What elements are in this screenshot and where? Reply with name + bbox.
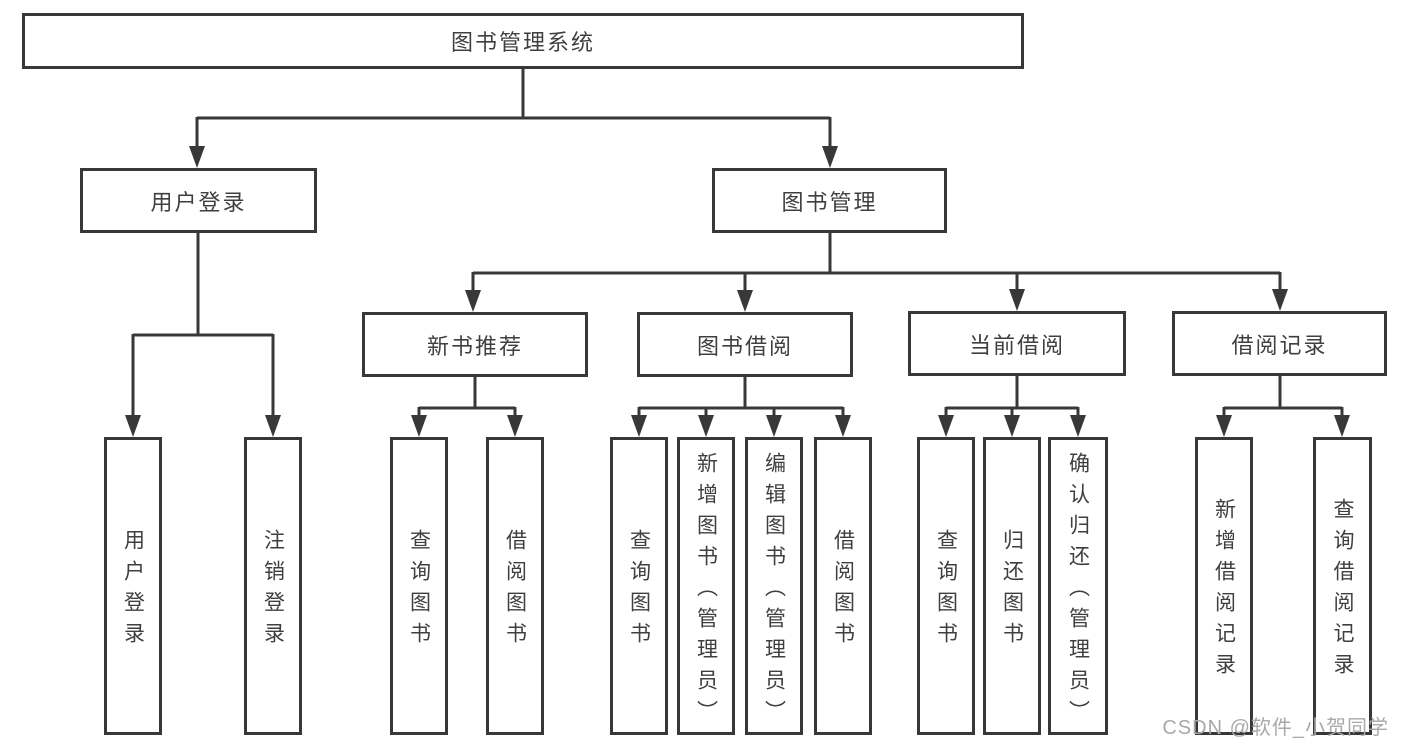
leaf-query-borrow-record: 查询借阅记录 (1313, 437, 1372, 735)
leaf-confirm-return-admin: 确认归还︵管理员︶ (1048, 437, 1108, 735)
node-book-borrow: 图书借阅 (637, 312, 853, 377)
leaf-query-books-borrow: 查询图书 (610, 437, 668, 735)
csdn-watermark: CSDN @软件_小贺同学 (1162, 717, 1389, 739)
leaf-logout: 注销登录 (244, 437, 302, 735)
arrowheads (125, 146, 1350, 437)
connector-user-login-branch (131, 233, 275, 419)
connector-root-to-level1 (195, 69, 832, 150)
node-borrow-records: 借阅记录 (1172, 311, 1387, 376)
node-current-borrow: 当前借阅 (908, 311, 1126, 376)
connector-book-management-branch (471, 233, 1282, 295)
leaf-return-book: 归还图书 (983, 437, 1041, 735)
node-root: 图书管理系统 (22, 13, 1024, 69)
node-user-login: 用户登录 (80, 168, 317, 233)
leaf-query-books-recommend: 查询图书 (390, 437, 448, 735)
leaf-add-book-admin: 新增图书︵管理员︶ (677, 437, 735, 735)
leaf-borrow-books-recommend: 借阅图书 (486, 437, 544, 735)
leaf-user-login: 用户登录 (104, 437, 162, 735)
connector-new-book-recommend-branch (417, 377, 517, 420)
connector-current-borrow-branch (944, 376, 1080, 420)
node-new-book-recommend: 新书推荐 (362, 312, 588, 377)
leaf-add-borrow-record: 新增借阅记录 (1195, 437, 1253, 735)
leaf-query-books-current: 查询图书 (917, 437, 975, 735)
connector-book-borrow-branch (637, 377, 845, 420)
connector-borrow-records-branch (1222, 376, 1344, 420)
leaf-edit-book-admin: 编辑图书︵管理员︶ (745, 437, 803, 735)
node-book-management: 图书管理 (712, 168, 947, 233)
leaf-borrow-books-borrow: 借阅图书 (814, 437, 872, 735)
